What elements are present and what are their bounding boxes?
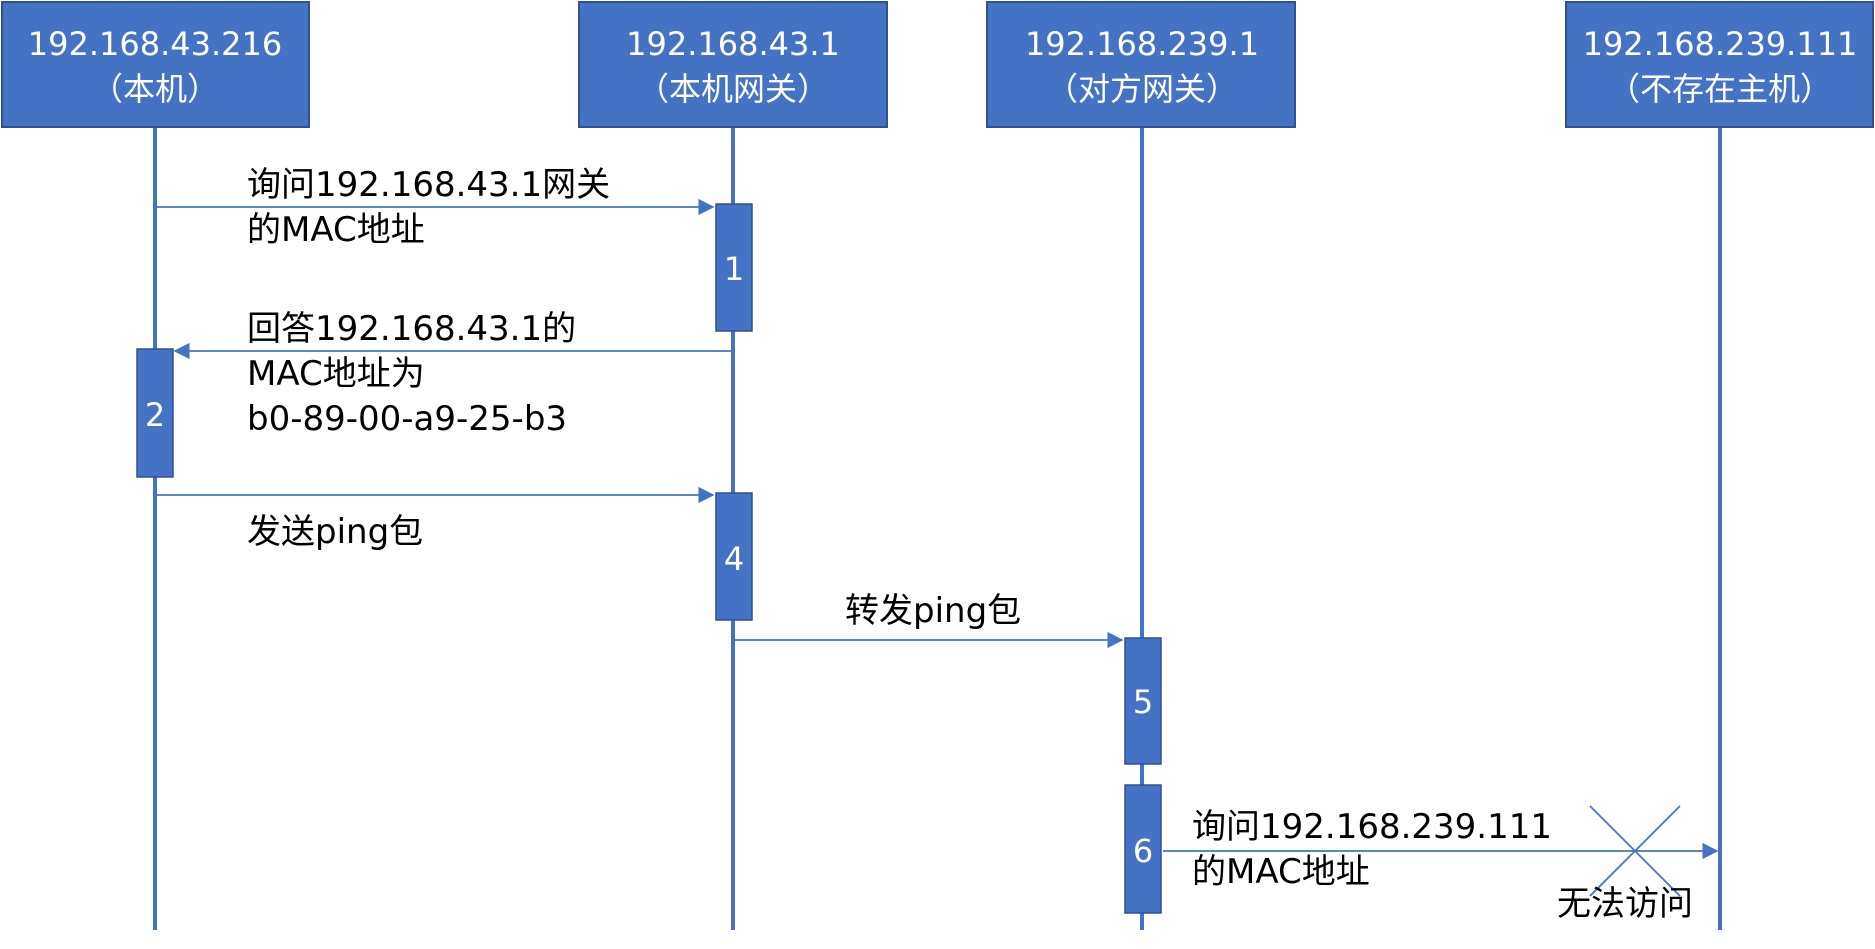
participant-box [578,1,888,128]
participant-remote-gateway: 192.168.239.1 （对方网关） [986,1,1296,128]
activation-label: 5 [1133,683,1153,721]
participant-box [1,1,310,128]
message-line: 发送ping包 [247,512,423,552]
activation-4: 4 [715,492,753,621]
message-5-label: 询问192.168.239.111 的MAC地址 [1192,807,1552,892]
message-2-label: 回答192.168.43.1的 MAC地址为 b0-89-00-a9-25-b3 [247,309,576,439]
message-arrows [157,198,1719,860]
participant-role: （本机） [91,70,219,108]
participant-role: （本机网关） [637,70,829,108]
participant-box [1565,1,1874,128]
participant-ip: 192.168.239.111 [1583,25,1858,63]
message-line: 的MAC地址 [247,210,425,250]
activation-label: 6 [1133,832,1153,870]
participant-ip: 192.168.239.1 [1025,25,1259,63]
activation-5: 5 [1124,637,1162,765]
activation-label: 1 [724,250,744,288]
activation-box [1124,637,1162,765]
participant-box [986,1,1296,128]
activation-box [1124,784,1162,914]
participant-local-host: 192.168.43.216 （本机） [1,1,310,128]
failure-label: 无法访问 [1557,884,1693,924]
activation-label: 4 [724,540,744,578]
activation-box [715,492,753,621]
blocked-cross-icon [1589,805,1681,897]
participant-ip: 192.168.43.216 [28,25,282,63]
message-line: 转发ping包 [845,591,1021,631]
activation-box [136,348,174,478]
message-3-label: 发送ping包 [247,512,423,552]
activation-box [715,203,753,332]
activation-label: 2 [145,396,165,434]
message-line: 回答192.168.43.1的 [247,309,576,349]
message-4-label: 转发ping包 [845,591,1021,631]
message-line: b0-89-00-a9-25-b3 [247,399,567,439]
participant-ip: 192.168.43.1 [626,25,840,63]
participant-nonexistent-host: 192.168.239.111 （不存在主机） [1565,1,1874,128]
activation-1: 1 [715,203,753,332]
activation-2: 2 [136,348,174,478]
message-line: 询问192.168.239.111 [1192,807,1552,847]
participant-role: （不存在主机） [1608,70,1832,108]
participant-role: （对方网关） [1046,70,1238,108]
message-line: 的MAC地址 [1192,852,1370,892]
message-line: MAC地址为 [247,354,425,394]
participant-local-gateway: 192.168.43.1 （本机网关） [578,1,888,128]
message-1-label: 询问192.168.43.1网关 的MAC地址 [247,165,610,250]
activation-6: 6 [1124,784,1162,914]
message-line: 询问192.168.43.1网关 [247,165,610,205]
